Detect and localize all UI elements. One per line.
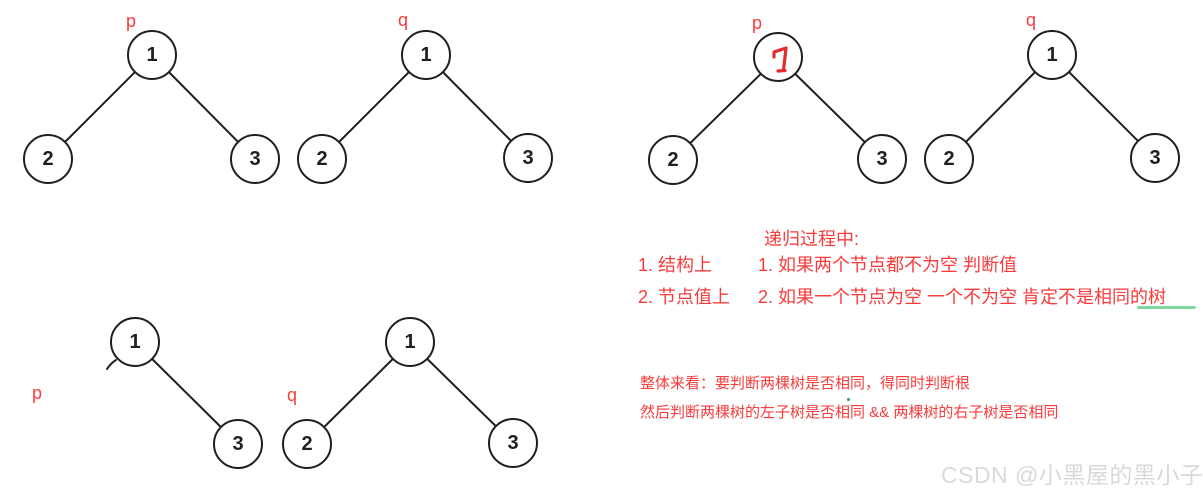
tree-node: 2 <box>648 135 698 185</box>
tree-node: 1 <box>110 317 160 367</box>
node-value: 3 <box>1149 147 1161 169</box>
tree-node: 3 <box>1130 133 1180 183</box>
tree-node: 2 <box>924 134 974 184</box>
green-dot <box>847 398 850 401</box>
node-value: 1 <box>1046 44 1058 66</box>
recursion-title: 递归过程中: <box>764 229 860 249</box>
node-value: 2 <box>42 148 54 170</box>
node-value: 2 <box>316 148 328 170</box>
tree-label-p: p <box>32 383 43 403</box>
node-value: 2 <box>301 433 313 455</box>
tree-label-p: p <box>126 11 137 31</box>
tree-node-annotated <box>753 32 803 82</box>
recursion-item-2: 2. 如果一个节点为空 一个不为空 肯定不是相同的树 <box>758 287 1167 307</box>
green-underline <box>1137 306 1196 309</box>
summary-line-2: 然后判断两棵树的左子树是否相同 && 两棵树的右子树是否相同 <box>640 404 1059 421</box>
null-branch-stub <box>106 359 117 370</box>
tree-node: 2 <box>282 419 332 469</box>
tree-node: 1 <box>385 317 435 367</box>
node-value: 2 <box>943 148 955 170</box>
node-value: 1 <box>146 44 158 66</box>
handwritten-mark-icon <box>772 46 788 73</box>
node-value: 3 <box>507 432 519 454</box>
node-value: 1 <box>129 331 141 353</box>
tree-label-p: p <box>752 13 763 33</box>
tree-node: 1 <box>1027 30 1077 80</box>
node-value: 1 <box>420 44 432 66</box>
tree-node: 2 <box>297 134 347 184</box>
tree-node: 1 <box>127 30 177 80</box>
tree-node: 2 <box>23 134 73 184</box>
watermark: CSDN @小黑屋的黑小子 <box>941 462 1203 488</box>
tree-node: 3 <box>503 133 553 183</box>
tree-label-q: q <box>398 10 409 30</box>
node-value: 2 <box>667 149 679 171</box>
node-value: 1 <box>404 331 416 353</box>
tree-node: 3 <box>213 419 263 469</box>
node-value: 3 <box>876 148 888 170</box>
tree-label-q: q <box>1026 10 1037 30</box>
node-value: 3 <box>232 433 244 455</box>
tree-node: 3 <box>230 134 280 184</box>
aspect-item-1: 1. 结构上 <box>638 255 713 275</box>
tree-node: 1 <box>401 30 451 80</box>
node-value: 3 <box>522 147 534 169</box>
tree-node: 3 <box>488 418 538 468</box>
tree-node: 3 <box>857 134 907 184</box>
aspect-item-2: 2. 节点值上 <box>638 287 731 307</box>
node-value: 3 <box>249 148 261 170</box>
summary-line-1: 整体来看：要判断两棵树是否相同，得同时判断根 <box>640 375 971 392</box>
tree-label-q: q <box>287 385 298 405</box>
recursion-item-1: 1. 如果两个节点都不为空 判断值 <box>758 255 1018 275</box>
